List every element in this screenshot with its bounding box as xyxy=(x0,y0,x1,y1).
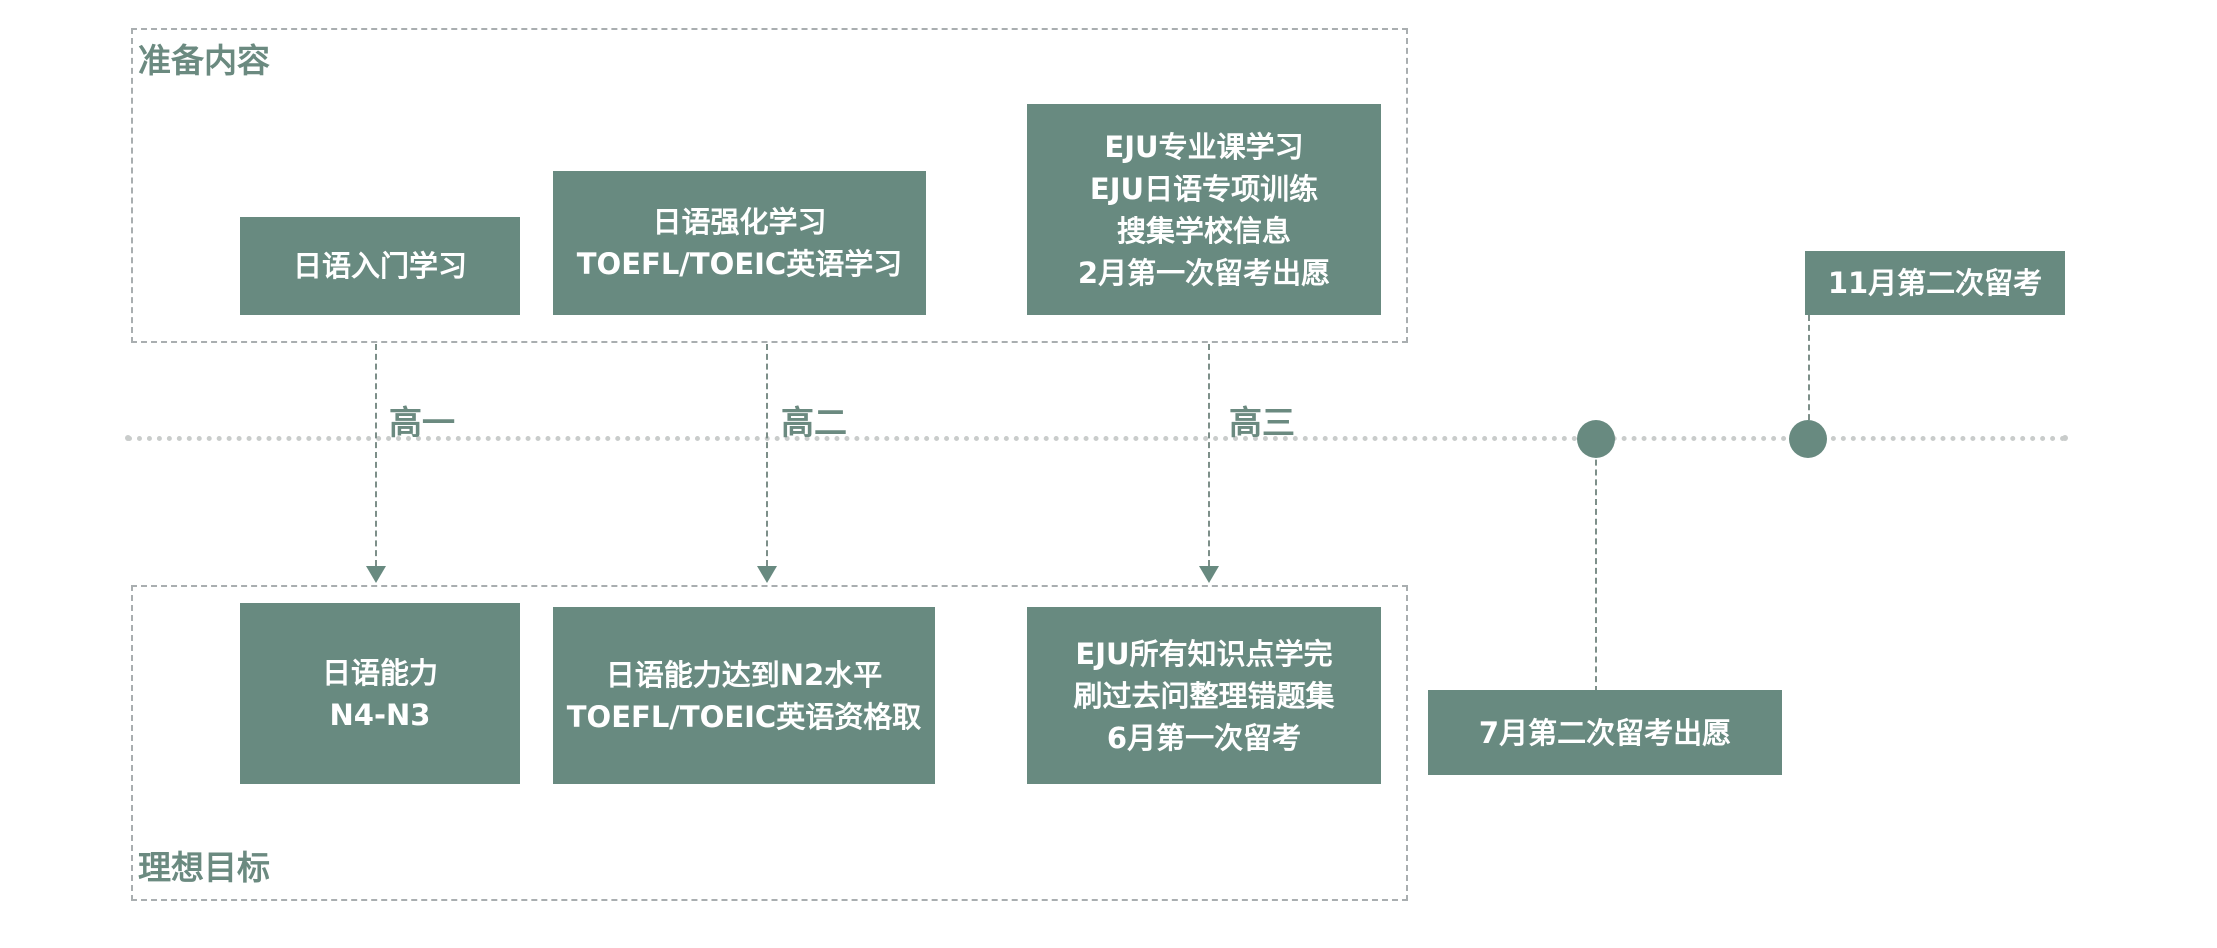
goal-box-grade-3-line-1: EJU所有知识点学完 xyxy=(1075,636,1333,671)
arrow-grade-3 xyxy=(1199,566,1219,583)
milestone-dot-july xyxy=(1577,420,1615,458)
milestone-dot-november xyxy=(1789,420,1827,458)
connector-milestone-july xyxy=(1595,440,1597,692)
milestone-box-november: 11月第二次留考 xyxy=(1805,251,2065,315)
preparation-box-grade-2: 日语强化学习 TOEFL/TOEIC英语学习 xyxy=(553,171,926,315)
goal-box-grade-3-line-2: 刷过去问整理错题集 xyxy=(1073,678,1335,713)
goal-box-grade-2: 日语能力达到N2水平 TOEFL/TOEIC英语资格取 xyxy=(553,607,935,784)
goals-frame xyxy=(131,585,1408,901)
preparation-box-grade-3-line-1: EJU专业课学习 xyxy=(1104,129,1304,164)
goal-box-grade-3-line-3: 6月第一次留考 xyxy=(1106,720,1302,755)
section-label-goals: 理想目标 xyxy=(138,848,270,887)
preparation-box-grade-3-line-4: 2月第一次留考出愿 xyxy=(1077,255,1331,290)
preparation-box-grade-1: 日语入门学习 xyxy=(240,217,520,315)
preparation-box-grade-3-line-2: EJU日语专项训练 xyxy=(1089,171,1319,206)
grade-label-3: 高三 xyxy=(1229,403,1295,442)
preparation-frame xyxy=(131,28,1408,343)
timeline-axis xyxy=(127,436,2067,441)
arrow-grade-1 xyxy=(366,566,386,583)
grade-label-1: 高一 xyxy=(389,403,455,442)
milestone-box-july: 7月第二次留考出愿 xyxy=(1428,690,1782,775)
arrow-grade-2 xyxy=(757,566,777,583)
connector-grade-2 xyxy=(766,344,768,566)
section-label-preparation: 准备内容 xyxy=(138,41,270,80)
milestone-box-november-line-1: 11月第二次留考 xyxy=(1827,266,2043,300)
goal-box-grade-1: 日语能力 N4-N3 xyxy=(240,603,520,784)
timeline-axis-end xyxy=(2062,435,2068,441)
milestone-box-july-line-1: 7月第二次留考出愿 xyxy=(1478,715,1732,750)
connector-grade-3 xyxy=(1208,344,1210,566)
timeline-axis-start xyxy=(125,435,131,441)
goal-box-grade-2-line-1: 日语能力达到N2水平 xyxy=(605,657,883,692)
goal-box-grade-3: EJU所有知识点学完 刷过去问整理错题集 6月第一次留考 xyxy=(1027,607,1381,784)
connector-grade-1 xyxy=(375,344,377,566)
goal-box-grade-2-line-2: TOEFL/TOEIC英语资格取 xyxy=(566,699,922,734)
connector-milestone-november xyxy=(1808,315,1810,440)
preparation-box-grade-3-line-3: 搜集学校信息 xyxy=(1116,213,1291,248)
grade-label-2: 高二 xyxy=(781,403,847,442)
preparation-box-grade-2-line-2: TOEFL/TOEIC英语学习 xyxy=(576,247,903,281)
goal-box-grade-1-line-1: 日语能力 xyxy=(321,655,438,690)
goal-box-grade-1-line-2: N4-N3 xyxy=(329,697,431,732)
preparation-box-grade-2-line-1: 日语强化学习 xyxy=(652,205,827,239)
preparation-box-grade-3: EJU专业课学习 EJU日语专项训练 搜集学校信息 2月第一次留考出愿 xyxy=(1027,104,1381,315)
preparation-box-grade-1-line-1: 日语入门学习 xyxy=(292,249,467,283)
